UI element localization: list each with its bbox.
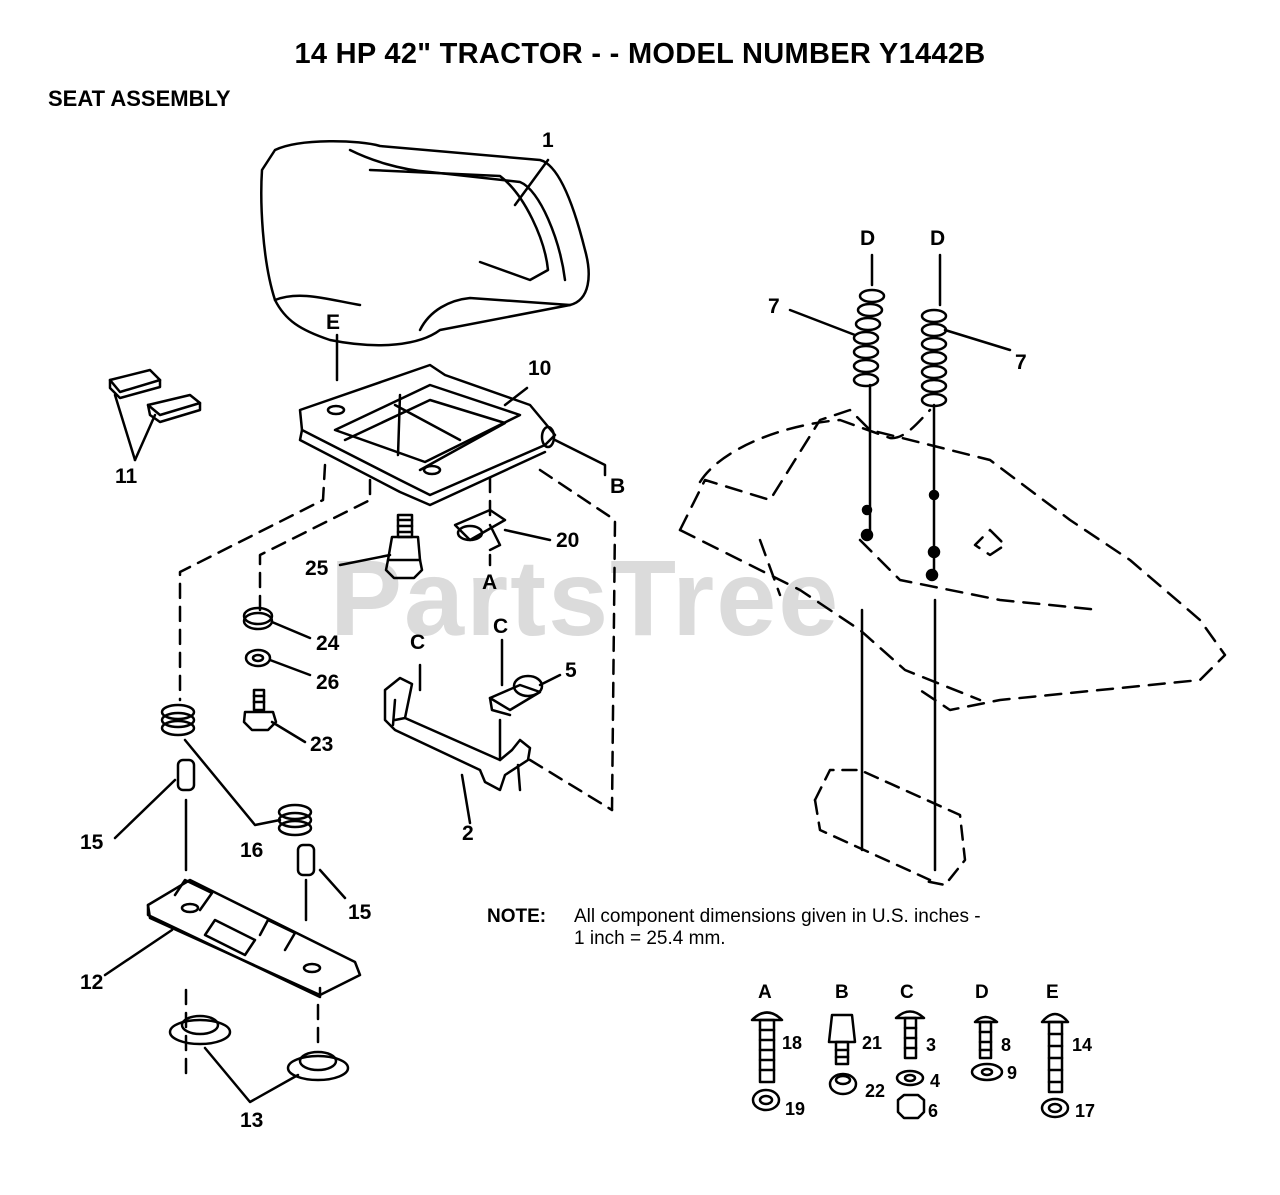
callout-7-right: 7 (1015, 351, 1027, 374)
leader-line (503, 528, 552, 542)
callout-13: 13 (240, 1109, 264, 1132)
legend-group-e: E (1046, 982, 1059, 1003)
leader-line (513, 158, 550, 207)
note-line-2: 1 inch = 25.4 mm. (574, 928, 726, 949)
callout-10: 10 (528, 357, 552, 380)
callout-11: 11 (115, 465, 138, 488)
leader-line (318, 868, 347, 900)
note-label: NOTE: (487, 906, 547, 927)
leader-line (270, 720, 307, 744)
legend-part-22: 22 (865, 1081, 886, 1101)
leader-line (788, 308, 857, 337)
ref-letter-b: B (610, 475, 626, 498)
spring-rod-part (852, 288, 948, 872)
leader-line (270, 620, 312, 640)
legend-group-d: D (975, 982, 989, 1003)
clamp-part (453, 508, 507, 552)
legend-part-18: 18 (782, 1033, 803, 1053)
ref-letter-d-left: D (860, 227, 876, 250)
leader-line (338, 553, 392, 567)
legend-group-c: C (900, 982, 914, 1003)
callout-26: 26 (316, 671, 340, 694)
fender-part (813, 798, 932, 882)
leader-line (460, 773, 472, 825)
leader-line (113, 778, 177, 840)
legend-part-14: 14 (1072, 1035, 1093, 1055)
callout-25: 25 (305, 557, 329, 580)
callout-15-right: 15 (348, 901, 372, 924)
leader-line (183, 738, 282, 827)
seat-pan-part (298, 363, 557, 507)
callout-23: 23 (310, 733, 334, 756)
callout-2: 2 (462, 822, 474, 845)
legend-part-3: 3 (926, 1035, 937, 1055)
seat-switch-part (488, 674, 544, 717)
legend-group-a: A (758, 982, 772, 1003)
legend-part-6: 6 (928, 1101, 939, 1121)
leader-line (943, 328, 1012, 352)
callout-16: 16 (240, 839, 264, 862)
watermark: PartsTree (330, 537, 841, 658)
leader-line (203, 1046, 300, 1104)
base-plate-part (146, 878, 362, 999)
callout-7-left: 7 (768, 295, 780, 318)
note-text: All component dimensions given in U.S. i… (574, 906, 1074, 950)
fender-part (678, 408, 1227, 712)
callout-20: 20 (556, 529, 580, 552)
callout-5: 5 (565, 659, 577, 682)
nut-part (242, 606, 274, 631)
shoulder-bolt-part (384, 513, 424, 580)
legend-part-19: 19 (785, 1099, 806, 1119)
note-line-1: All component dimensions given in U.S. i… (574, 906, 981, 927)
lock-washer-part (244, 648, 272, 668)
hardware-legend (750, 1010, 1070, 1120)
leader-line (103, 928, 174, 977)
assembly-guide-lines (528, 758, 614, 812)
seat-cushion-part (260, 139, 590, 347)
seat-pads-part (108, 368, 202, 462)
fender-part (813, 768, 967, 887)
spring-part (160, 703, 313, 837)
leader-line (268, 658, 312, 677)
grommet-part (168, 1014, 350, 1082)
legend-part-17: 17 (1075, 1101, 1096, 1121)
legend-part-4: 4 (930, 1071, 941, 1091)
ref-letter-c-left: C (410, 631, 426, 654)
legend-part-9: 9 (1007, 1063, 1018, 1083)
ref-letter-c-right: C (493, 615, 509, 638)
legend-group-b: B (835, 982, 849, 1003)
leader-line (553, 438, 607, 477)
callout-1: 1 (542, 129, 554, 152)
callout-12: 12 (80, 971, 104, 994)
callout-15-left: 15 (80, 831, 104, 854)
leader-line (503, 386, 529, 407)
section-subtitle: SEAT ASSEMBLY (48, 86, 231, 111)
page-title: 14 HP 42" TRACTOR - - MODEL NUMBER Y1442… (294, 38, 986, 70)
legend-part-8: 8 (1001, 1035, 1012, 1055)
assembly-guide-lines (178, 463, 617, 812)
ref-letter-a: A (482, 571, 498, 594)
legend-part-21: 21 (862, 1033, 883, 1053)
hex-bolt-part (242, 688, 278, 732)
ref-letter-d-right: D (930, 227, 946, 250)
callout-24: 24 (316, 632, 340, 655)
leader-line (538, 673, 562, 687)
ref-letter-e: E (326, 311, 341, 334)
spacer-part (176, 758, 316, 877)
seat-bracket-part (383, 676, 532, 792)
